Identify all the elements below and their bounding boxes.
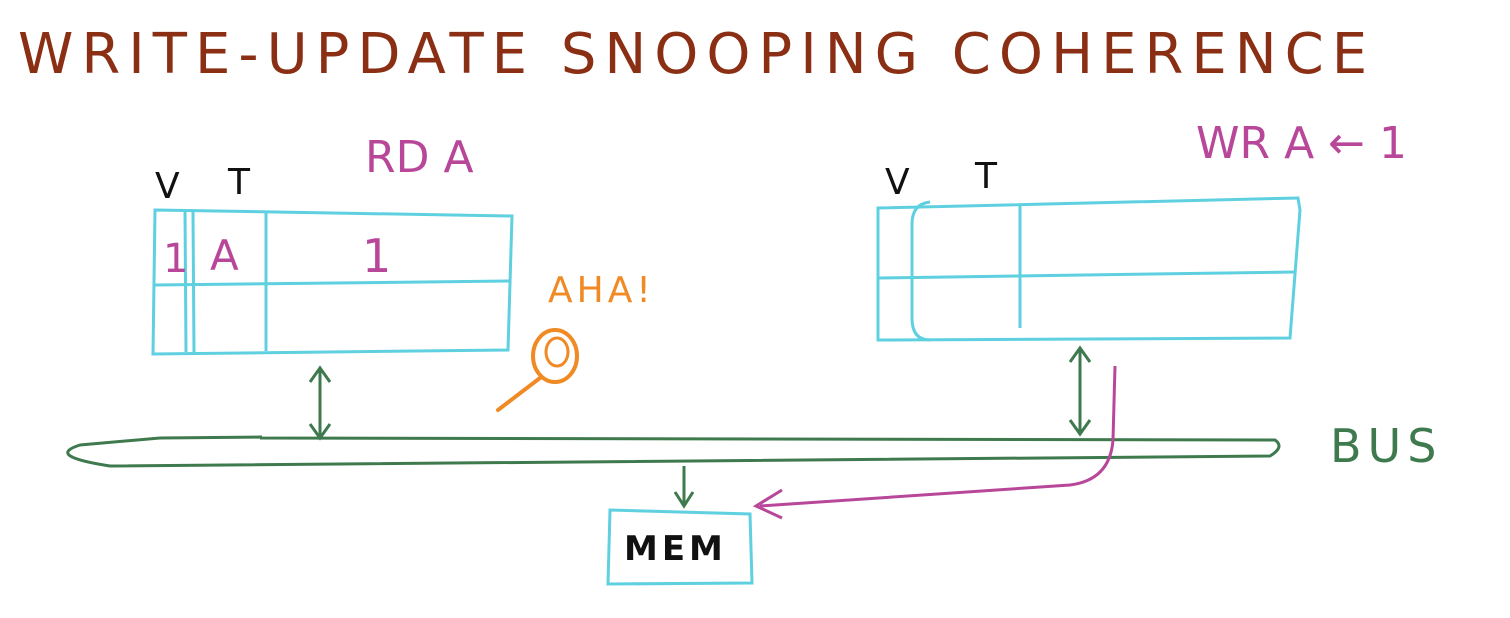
memory-box: MEM: [606, 508, 754, 586]
right-cache-inner-border: [910, 200, 931, 342]
left-cache-v-header: V: [155, 166, 180, 207]
bus-label: BUS: [1330, 419, 1442, 473]
left-cache: V T RD A 1 A 1: [151, 132, 514, 356]
right-cache-op-label: WR A ← 1: [1196, 118, 1407, 169]
right-cache-outline: [876, 196, 1302, 342]
magnifying-glass-icon: [496, 328, 579, 412]
left-cache-tag-divider-a: [191, 211, 196, 353]
left-cache-op-label: RD A: [365, 132, 474, 183]
left-cache-valid-divider: [183, 209, 188, 353]
snoop-detection: AHA!: [496, 270, 655, 412]
memory-label: MEM: [624, 529, 727, 569]
left-cache-t-header: T: [227, 162, 251, 203]
bus-outline: [66, 435, 1281, 468]
bus: BUS: [66, 419, 1442, 473]
bus-memory-arrow: [673, 466, 695, 509]
diagram-title: WRITE-UPDATE SNOOPING COHERENCE: [18, 22, 1376, 87]
aha-label: AHA!: [548, 270, 655, 311]
right-cache-v-header: V: [885, 162, 910, 203]
right-cache-t-header: T: [974, 156, 998, 197]
write-path-arrow: [752, 365, 1117, 520]
left-cache-data-value: 1: [362, 229, 391, 283]
left-cache-tag-value: A: [210, 231, 239, 280]
left-cache-outline: [151, 208, 514, 356]
left-cache-row-divider: [154, 279, 511, 287]
right-cache: V T WR A ← 1: [876, 118, 1407, 342]
memory-outline: [606, 508, 754, 586]
left-cache-bus-arrow: [308, 365, 332, 441]
left-cache-valid-bit: 1: [163, 236, 188, 282]
right-cache-row-divider: [877, 270, 1296, 280]
right-cache-bus-arrow: [1068, 345, 1092, 437]
